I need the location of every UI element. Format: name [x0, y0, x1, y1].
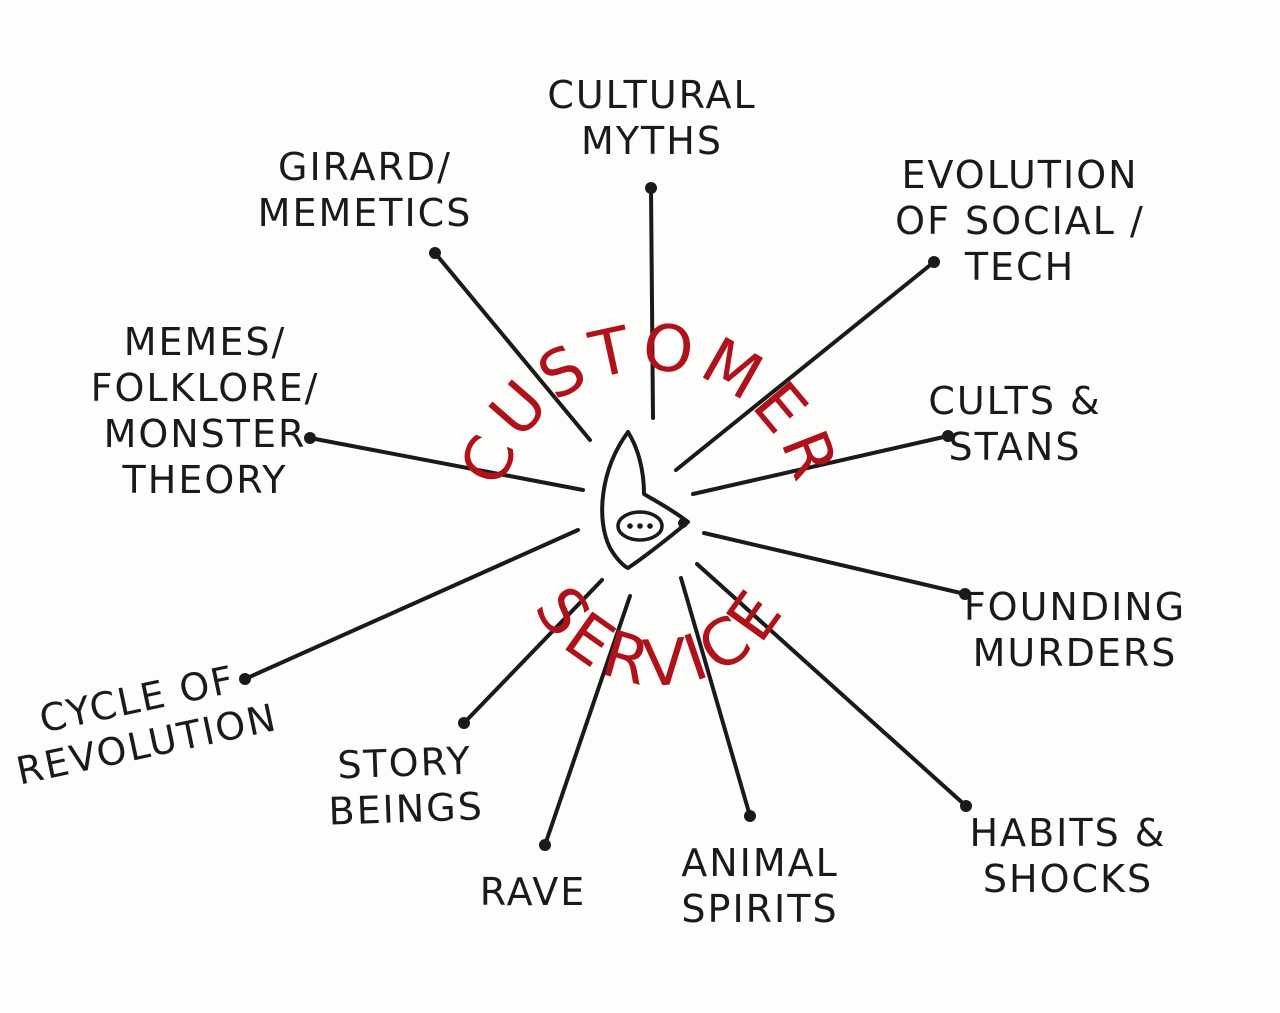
node-label-story-beings: STORYBEINGS: [326, 738, 484, 833]
node-label-line: GIRARD/: [278, 145, 452, 189]
node-label-rave: RAVE: [480, 870, 586, 914]
spoke-memes-folklore-monster-theory: [308, 436, 585, 492]
node-label-line: FOUNDING: [964, 585, 1186, 629]
node-label-line: MURDERS: [973, 631, 1178, 675]
spoke-rave: [543, 594, 632, 847]
node-label-habits-shocks: HABITS &SHOCKS: [970, 811, 1167, 901]
spoke-end-dot-cultural-myths: [645, 182, 657, 194]
spoke-end-dot-cults-stans: [942, 430, 954, 442]
speech-bubble-figure-icon: [600, 430, 690, 570]
spoke-cycle-of-revolution: [243, 528, 580, 681]
spoke-end-dot-habits-shocks: [960, 800, 972, 812]
node-label-line: SPIRITS: [681, 887, 838, 931]
spoke-end-dot-girard-memetics: [429, 247, 441, 259]
node-label-line: THEORY: [122, 458, 288, 502]
node-label-cults-stans: CULTS &STANS: [928, 379, 1101, 469]
node-label-line: RAVE: [480, 870, 586, 914]
node-label-line: OF SOCIAL /: [895, 199, 1145, 243]
spoke-cultural-myths: [649, 186, 655, 420]
spoke-end-dot-memes-folklore-monster-theory: [304, 432, 316, 444]
spoke-story-beings: [462, 578, 604, 725]
spoke-animal-spirits: [679, 576, 752, 818]
spoke-evolution-social-tech: [674, 260, 936, 472]
node-label-line: HABITS &: [970, 811, 1167, 855]
node-label-line: SHOCKS: [983, 857, 1153, 901]
node-label-line: MEMES/: [124, 320, 287, 364]
spoke-end-dot-animal-spirits: [744, 810, 756, 822]
spoke-end-dot-evolution-social-tech: [928, 256, 940, 268]
node-label-line: MYTHS: [581, 119, 723, 163]
node-label-line: MONSTER: [104, 412, 307, 456]
spoke-end-dot-story-beings: [458, 717, 470, 729]
node-label-line: STANS: [949, 425, 1082, 469]
spoke-founding-murders: [702, 531, 967, 596]
spoke-habits-shocks: [695, 562, 968, 808]
node-label-line: CULTURAL: [547, 73, 756, 117]
node-label-line: MEMETICS: [258, 191, 473, 235]
node-label-girard-memetics: GIRARD/MEMETICS: [258, 145, 473, 235]
ring-text-bottom: SERVICE: [520, 574, 801, 702]
node-label-line: CULTS &: [928, 379, 1101, 423]
spoke-girard-memetics: [433, 251, 592, 442]
node-label-line: STORY: [337, 739, 473, 788]
node-label-line: ANIMAL: [681, 841, 839, 885]
node-label-line: EVOLUTION: [901, 153, 1138, 197]
spoke-cults-stans: [691, 434, 950, 496]
node-label-cycle-of-revolution: CYCLE OFREVOLUTION: [3, 650, 281, 793]
spoke-end-dot-cycle-of-revolution: [239, 673, 251, 685]
node-label-line: BEINGS: [328, 784, 485, 833]
spoke-end-dot-rave: [539, 839, 551, 851]
spokes: [239, 182, 972, 851]
spoke-end-dot-founding-murders: [959, 588, 971, 600]
node-label-line: FOLKLORE/: [91, 366, 320, 410]
ring-text-top: CUSTOMER: [447, 310, 853, 495]
node-label-line: TECH: [964, 245, 1075, 289]
